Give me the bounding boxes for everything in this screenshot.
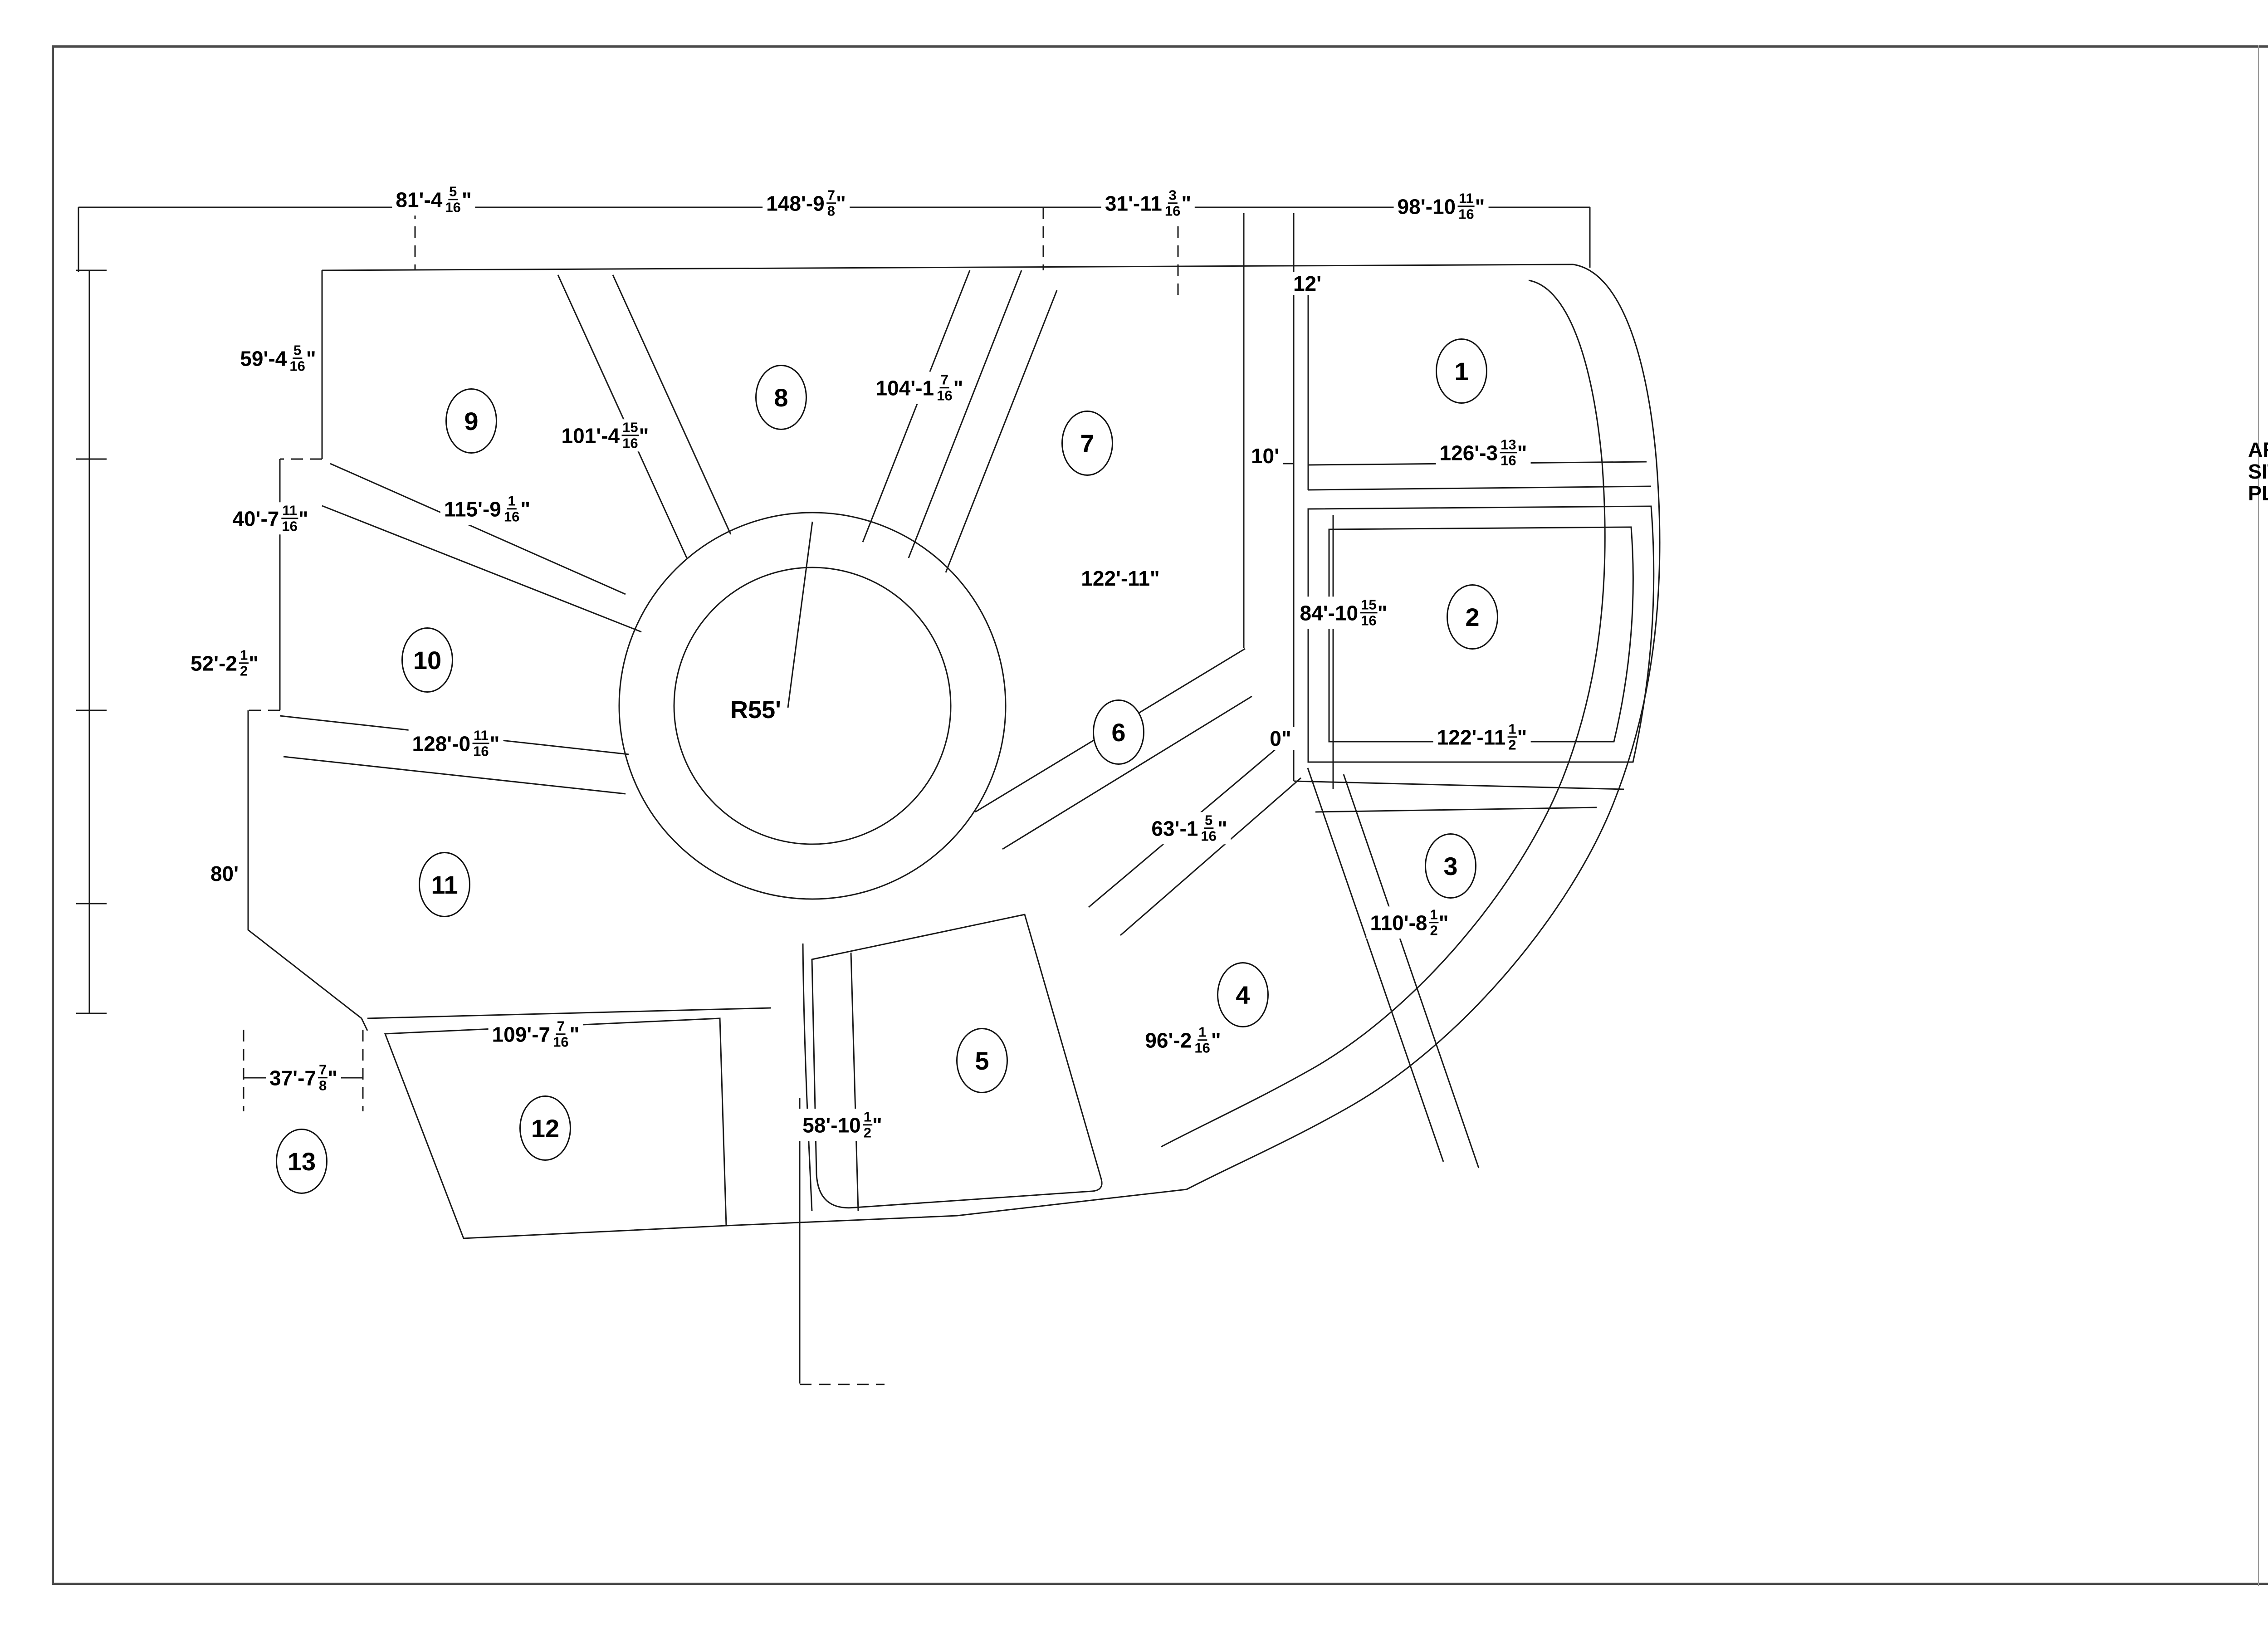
parcel-number: 8 <box>755 365 807 430</box>
parcel-number: 1 <box>1436 338 1487 404</box>
parcel-number: 7 <box>1061 411 1113 476</box>
sheet-number: 101 <box>2267 1471 2268 1560</box>
project-name-line1: ARCHITECTURAL SITE <box>2248 438 2268 483</box>
dimension-label: 12' <box>1289 272 1325 295</box>
parcel-number: 4 <box>1217 962 1269 1027</box>
cul-de-sac <box>618 512 1007 900</box>
dimension-label: 122'-11" <box>1077 567 1163 590</box>
titleblock-separator <box>2258 45 2259 1586</box>
parcel-number: 13 <box>276 1129 327 1194</box>
project-name: ARCHITECTURAL SITE PLAN <box>2248 439 2268 504</box>
radius-label: R55' <box>727 695 785 725</box>
parcel-number: 10 <box>401 627 453 693</box>
parcel-number: 3 <box>1425 833 1476 899</box>
parcel-number: 2 <box>1447 584 1498 650</box>
parcel-number: 5 <box>956 1028 1008 1093</box>
parcel-number: 6 <box>1093 699 1144 765</box>
roads <box>279 213 1480 1212</box>
parcel-number: 11 <box>419 852 470 917</box>
project-name-line2: PLAN <box>2248 482 2268 505</box>
site-boundary <box>247 264 1661 1227</box>
parcel-number: 12 <box>519 1095 571 1161</box>
dimension-label: 10' <box>1247 445 1283 467</box>
page-border <box>52 45 2268 1585</box>
parcel-number: 9 <box>445 388 497 454</box>
dimension-label: 80' <box>206 862 243 885</box>
hidden-lines <box>243 207 1179 1385</box>
parcel-outlines <box>384 290 1655 1239</box>
dimension-label: 0" <box>1266 727 1295 750</box>
